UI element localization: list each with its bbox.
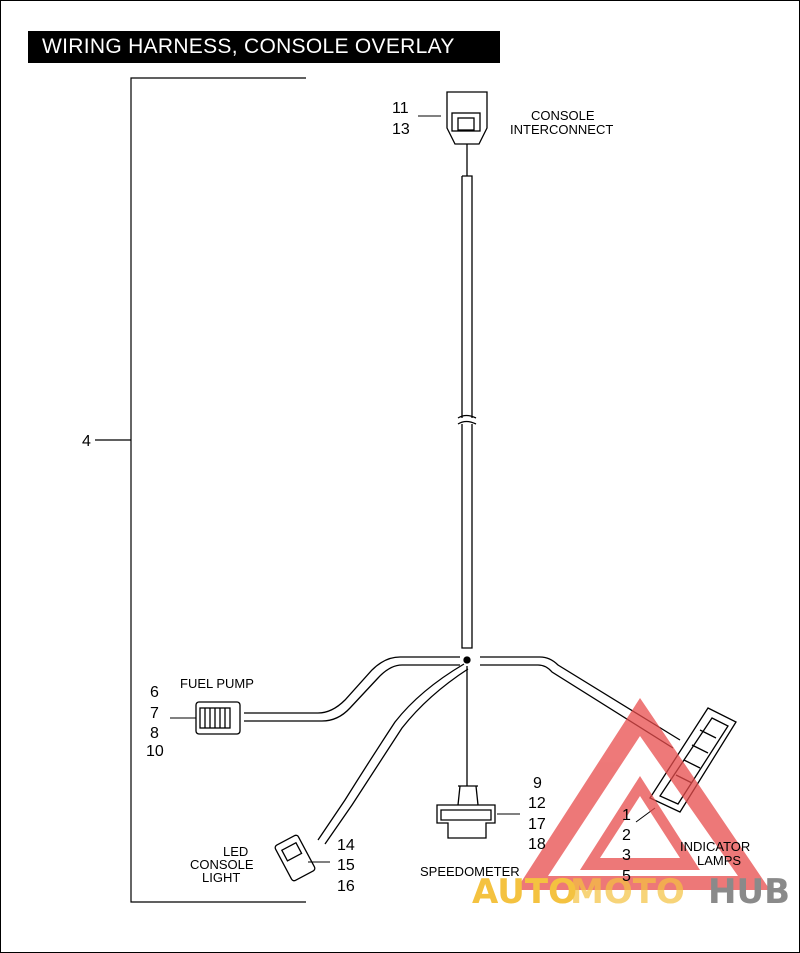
- harness-bracket: [95, 77, 306, 903]
- watermark-hub: HUB: [708, 872, 790, 912]
- callout-led-2: 16: [337, 878, 355, 895]
- callout-speedo-0: 9: [533, 775, 542, 792]
- label-indicator-2: LAMPS: [697, 853, 741, 868]
- main-trunk: [457, 175, 477, 649]
- label-led-2: CONSOLE: [190, 857, 254, 872]
- callout-led-1: 15: [337, 857, 355, 874]
- label-console-2: INTERCONNECT: [510, 122, 613, 137]
- page-title: WIRING HARNESS, CONSOLE OVERLAY: [28, 31, 500, 63]
- speedometer-connector: [436, 785, 520, 839]
- fuel-pump-connector: [170, 701, 241, 735]
- label-speedometer: SPEEDOMETER: [420, 864, 520, 879]
- callout-console-1: 13: [392, 121, 410, 138]
- watermark-auto: AUTO: [472, 872, 577, 912]
- watermark-moto: MOTO: [570, 872, 685, 912]
- automotohub-watermark-logo: [516, 698, 770, 890]
- callout-harness: 4: [82, 433, 91, 450]
- label-fuel-pump: FUEL PUMP: [180, 676, 254, 691]
- callout-indicator-2: 3: [622, 847, 631, 864]
- callout-led-0: 14: [337, 837, 355, 854]
- label-led-3: LIGHT: [202, 870, 240, 885]
- console-interconnect-connector: [418, 91, 488, 176]
- label-console-1: CONSOLE: [531, 108, 595, 123]
- callout-indicator-0: 1: [622, 807, 631, 824]
- label-led-1: LED: [223, 844, 248, 859]
- led-console-light-connector: [274, 834, 330, 882]
- callout-fuel-1: 7: [150, 705, 159, 722]
- callout-console-0: 11: [392, 100, 409, 117]
- harness-branches: [244, 656, 681, 845]
- callout-fuel-3: 10: [146, 743, 164, 760]
- callout-indicator-3: 5: [622, 868, 631, 885]
- callout-speedo-3: 18: [528, 836, 546, 853]
- callout-speedo-2: 17: [528, 816, 546, 833]
- callout-indicator-1: 2: [622, 827, 631, 844]
- callout-fuel-0: 6: [150, 684, 159, 701]
- callout-fuel-2: 8: [150, 725, 159, 742]
- callout-speedo-1: 12: [528, 795, 546, 812]
- label-indicator-1: INDICATOR: [680, 839, 750, 854]
